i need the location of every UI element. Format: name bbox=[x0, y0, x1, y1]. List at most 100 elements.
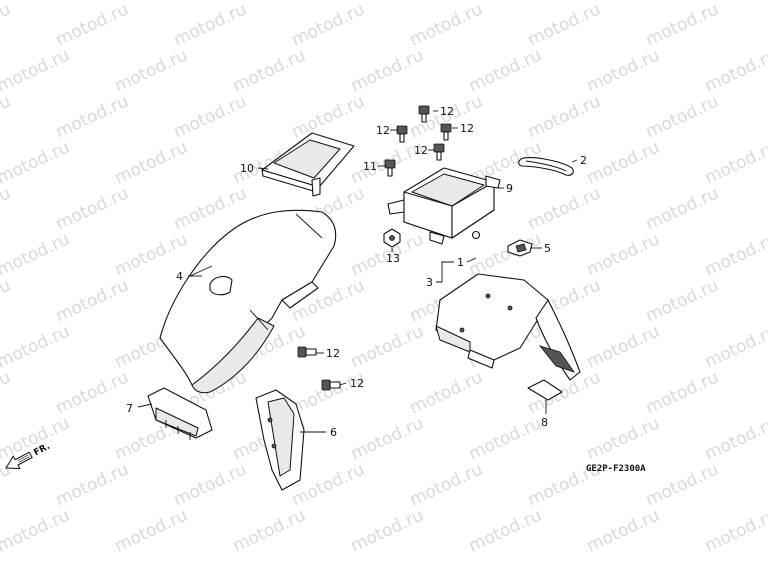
watermark-text: motod.ru bbox=[643, 367, 722, 418]
watermark-text: motod.ru bbox=[0, 183, 14, 234]
watermark-text: motod.ru bbox=[584, 229, 663, 280]
watermark-text: motod.ru bbox=[466, 45, 545, 96]
watermark-text: motod.ru bbox=[702, 45, 768, 96]
part-6-mudguard bbox=[255, 389, 305, 491]
callout-11: 11 bbox=[363, 160, 377, 173]
watermark-text: motod.ru bbox=[0, 505, 73, 556]
part-4-rear-fender bbox=[159, 209, 337, 394]
watermark-text: motod.ru bbox=[289, 0, 368, 51]
callout-10: 10 bbox=[240, 162, 254, 175]
watermark-text: motod.ru bbox=[466, 413, 545, 464]
watermark-text: motod.ru bbox=[702, 137, 768, 188]
watermark-text: motod.ru bbox=[230, 505, 309, 556]
watermark-text: motod.ru bbox=[0, 275, 14, 326]
watermark-text: motod.ru bbox=[348, 45, 427, 96]
watermark-text: motod.ru bbox=[53, 367, 132, 418]
watermark-text: motod.ru bbox=[230, 45, 309, 96]
watermark-text: motod.ru bbox=[525, 91, 604, 142]
watermark-text: motod.ru bbox=[112, 45, 191, 96]
watermark-text: motod.ru bbox=[112, 505, 191, 556]
watermark-text: motod.ru bbox=[289, 367, 368, 418]
watermark-text: motod.ru bbox=[171, 459, 250, 510]
watermark-text: motod.ru bbox=[289, 91, 368, 142]
watermark-text: motod.ru bbox=[0, 367, 14, 418]
watermark-text: motod.ru bbox=[525, 183, 604, 234]
watermark-text: motod.ru bbox=[53, 275, 132, 326]
callout-labels: 12 12 12 12 11 10 9 2 13 4 5 1 3 12 12 6… bbox=[126, 105, 587, 439]
watermark-text: motod.ru bbox=[702, 229, 768, 280]
bolt-12f bbox=[321, 379, 341, 391]
watermark-text: motod.ru bbox=[407, 367, 486, 418]
bolt-group bbox=[297, 105, 452, 391]
part-2-band bbox=[518, 157, 574, 176]
callout-2: 2 bbox=[580, 154, 587, 167]
watermark-text: motod.ru bbox=[643, 183, 722, 234]
callout-8: 8 bbox=[541, 416, 548, 429]
part-9-battery-box bbox=[387, 167, 501, 245]
watermark-text: motod.ru bbox=[584, 505, 663, 556]
watermark-text: motod.ru bbox=[53, 459, 132, 510]
watermark-text: motod.ru bbox=[643, 459, 722, 510]
callout-5: 5 bbox=[544, 242, 551, 255]
watermark-text: motod.ru bbox=[702, 413, 768, 464]
watermark-text: motod.ru bbox=[53, 0, 132, 51]
watermark-text: motod.ru bbox=[407, 0, 486, 51]
watermark-text: motod.ru bbox=[53, 183, 132, 234]
diagram-code: GE2P-F2300A bbox=[586, 464, 646, 474]
watermark-text: motod.ru bbox=[643, 0, 722, 51]
watermark-text: motod.ru bbox=[0, 229, 73, 280]
callout-13: 13 bbox=[386, 252, 400, 265]
part-7-strip bbox=[147, 387, 213, 440]
watermark-text: motod.ru bbox=[702, 321, 768, 372]
watermark-text: motod.ru bbox=[0, 321, 73, 372]
callout-3: 3 bbox=[426, 276, 433, 289]
callout-12: 12 bbox=[460, 122, 474, 135]
watermark-text: motod.ru bbox=[171, 91, 250, 142]
watermark-text: motod.ru bbox=[525, 0, 604, 51]
watermark-text: motod.ru bbox=[348, 505, 427, 556]
watermark-text: motod.ru bbox=[584, 137, 663, 188]
watermark-text: motod.ru bbox=[348, 321, 427, 372]
watermark-text: motod.ru bbox=[112, 137, 191, 188]
watermark-text: motod.ru bbox=[643, 91, 722, 142]
watermark-text: motod.ru bbox=[584, 45, 663, 96]
bolt-12a bbox=[418, 105, 430, 123]
part-8-plate bbox=[527, 379, 563, 401]
watermark-text: motod.ru bbox=[348, 413, 427, 464]
part-1-license-bracket bbox=[435, 230, 581, 381]
part-5-bracket bbox=[507, 239, 533, 257]
bolt-12b bbox=[396, 125, 408, 143]
callout-12: 12 bbox=[326, 347, 340, 360]
watermark-text: motod.ru bbox=[584, 321, 663, 372]
callout-12: 12 bbox=[440, 105, 454, 118]
bolt-11 bbox=[384, 159, 396, 177]
callout-1: 1 bbox=[457, 256, 464, 269]
watermark-text: motod.ru bbox=[0, 137, 73, 188]
watermark-text: motod.ru bbox=[584, 413, 663, 464]
watermark-text: motod.ru bbox=[0, 0, 14, 51]
callout-9: 9 bbox=[506, 182, 513, 195]
watermark-text: motod.ru bbox=[466, 505, 545, 556]
callout-12: 12 bbox=[414, 144, 428, 157]
watermark-text: motod.ru bbox=[171, 0, 250, 51]
callout-12: 12 bbox=[376, 124, 390, 137]
bolt-12c bbox=[440, 123, 452, 141]
nut-13 bbox=[383, 228, 401, 248]
watermark-text: motod.ru bbox=[702, 505, 768, 556]
watermark-text: motod.ru bbox=[0, 0, 73, 5]
callout-12: 12 bbox=[350, 377, 364, 390]
callout-7: 7 bbox=[126, 402, 133, 415]
watermark-text: motod.ru bbox=[53, 91, 132, 142]
bolt-12e bbox=[297, 346, 317, 358]
callout-4: 4 bbox=[176, 270, 183, 283]
part-10-tray bbox=[261, 132, 355, 197]
watermark-text: motod.ru bbox=[0, 91, 14, 142]
watermark-text: motod.ru bbox=[0, 45, 73, 96]
watermark-text: motod.ru bbox=[407, 459, 486, 510]
bolt-12d bbox=[433, 143, 445, 161]
front-direction-arrow: FR. bbox=[5, 442, 52, 470]
leader-lines bbox=[137, 110, 578, 433]
watermark-text: motod.ru bbox=[643, 275, 722, 326]
